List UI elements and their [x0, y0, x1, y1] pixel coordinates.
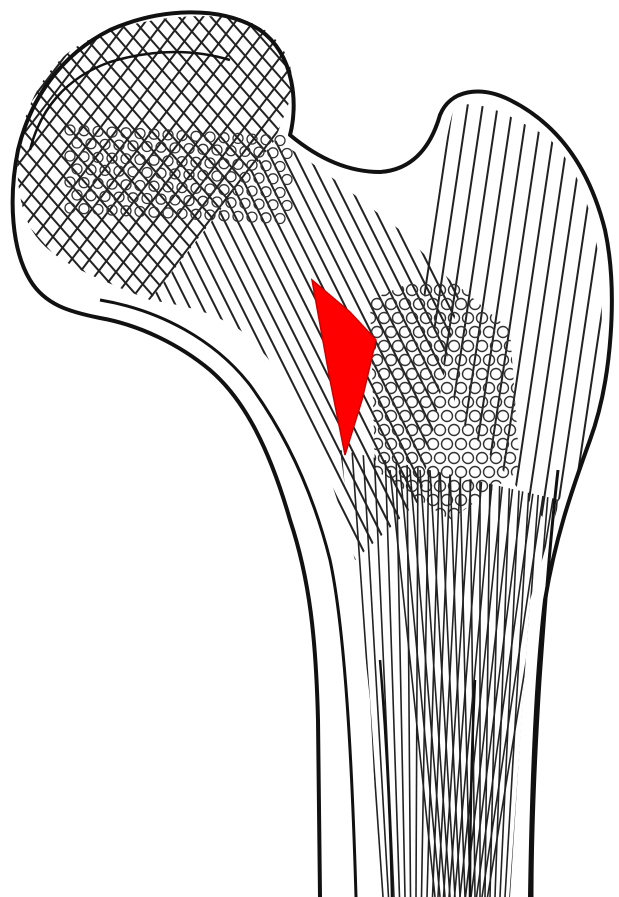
femur-illustration — [0, 0, 619, 897]
background — [0, 0, 619, 897]
femur-diagram — [0, 0, 619, 897]
